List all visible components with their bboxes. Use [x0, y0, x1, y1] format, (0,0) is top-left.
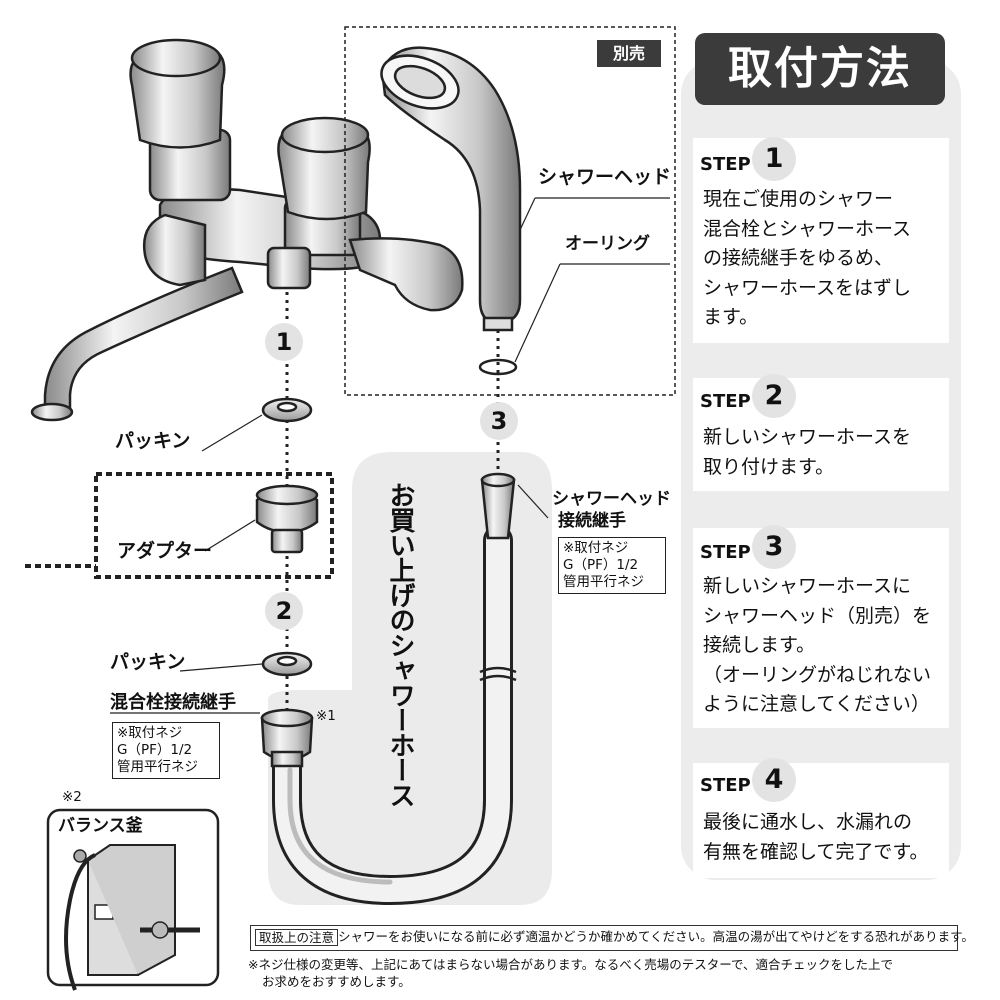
- head-thread-line-2: G（PF）1/2: [563, 557, 639, 573]
- step-1-card: [693, 138, 949, 343]
- footnote-line-1: ※ネジ仕様の変更等、上記にあてはまらない場合があります。なるべく売場のテスターで…: [248, 957, 893, 972]
- step-2-number: 2: [752, 374, 796, 418]
- footnote-line-2: お求めをおすすめします。: [262, 974, 411, 989]
- faucet-joint-mark: ※1: [316, 708, 336, 724]
- packing-1-label: パッキン: [115, 430, 191, 452]
- step-2-word: STEP: [700, 391, 751, 412]
- hose-background-zone: [268, 452, 552, 905]
- leader-lines: [110, 197, 670, 714]
- packing-2-label: パッキン: [110, 651, 186, 673]
- step-4-number: 4: [752, 758, 796, 802]
- adapter-label: アダプター: [117, 540, 213, 562]
- part-number-1: 1: [265, 323, 303, 361]
- step-2-text: 新しいシャワーホースを 取り付けます。: [703, 426, 912, 478]
- page-title: 取付方法: [695, 33, 945, 105]
- faucet-joint-drawing: [260, 708, 314, 768]
- shower-head-label: シャワーヘッド: [538, 166, 672, 188]
- balance-heater-drawing: [46, 808, 220, 991]
- faucet-thread-note: ※取付ネジ G（PF）1/2 管用平行ネジ: [112, 722, 220, 779]
- balance-mark: ※2: [62, 789, 82, 805]
- head-thread-line-1: ※取付ネジ: [563, 540, 629, 556]
- faucet-thread-line-1: ※取付ネジ: [117, 725, 183, 741]
- faucet-thread-line-2: G（PF）1/2: [117, 742, 193, 758]
- shower-hose-drawing: [272, 525, 513, 906]
- head-joint-label-2: 接続継手: [558, 511, 626, 531]
- o-ring-drawing: [478, 358, 518, 376]
- head-thread-line-3: 管用平行ネジ: [563, 574, 644, 590]
- sold-separately-box: [344, 26, 676, 396]
- step-3-word: STEP: [700, 542, 751, 563]
- caution-tag: 取扱上の注意: [255, 929, 339, 946]
- shower-head-drawing: [380, 46, 522, 332]
- sold-separately-tag: 別売: [597, 40, 661, 67]
- purchased-hose-label: お買い上げのシャワーホース: [385, 482, 415, 807]
- step-3-text: 新しいシャワーホースに シャワーヘッド（別売）を 接続します。 （オーリングがね…: [703, 575, 932, 715]
- step-3-card: [693, 528, 949, 728]
- step-3-number: 3: [752, 525, 796, 569]
- part-number-2: 2: [265, 592, 303, 630]
- part-number-3: 3: [480, 402, 518, 440]
- step-1-word: STEP: [700, 154, 751, 175]
- step-2-card: [693, 378, 949, 491]
- head-thread-note: ※取付ネジ G（PF）1/2 管用平行ネジ: [558, 537, 666, 594]
- balance-heater-label: バランス釜: [58, 816, 143, 836]
- packing-1-drawing: [261, 397, 313, 423]
- packing-2-drawing: [261, 651, 313, 677]
- step-4-word: STEP: [700, 775, 751, 796]
- head-joint-label-1: シャワーヘッド: [552, 489, 671, 509]
- o-ring-label: オーリング: [565, 234, 650, 254]
- step-1-number: 1: [752, 137, 796, 181]
- head-joint-drawing: [480, 472, 516, 540]
- caution-box: [250, 925, 958, 951]
- caution-text: シャワーをお使いになる前に必ず適温かどうか確かめてください。高温の湯が出てやけど…: [338, 929, 974, 944]
- faucet-thread-line-3: 管用平行ネジ: [117, 759, 198, 775]
- step-4-card: [693, 763, 949, 878]
- faucet-joint-label: 混合栓接続継手: [110, 692, 236, 713]
- step-1-text: 現在ご使用のシャワー 混合栓とシャワーホース の接続継手をゆるめ、 シャワーホー…: [703, 188, 912, 328]
- step-4-text: 最後に通水し、水漏れの 有無を確認して完了です。: [703, 811, 929, 863]
- faucet-drawing: [30, 38, 464, 422]
- adapter-drawing: [255, 484, 319, 554]
